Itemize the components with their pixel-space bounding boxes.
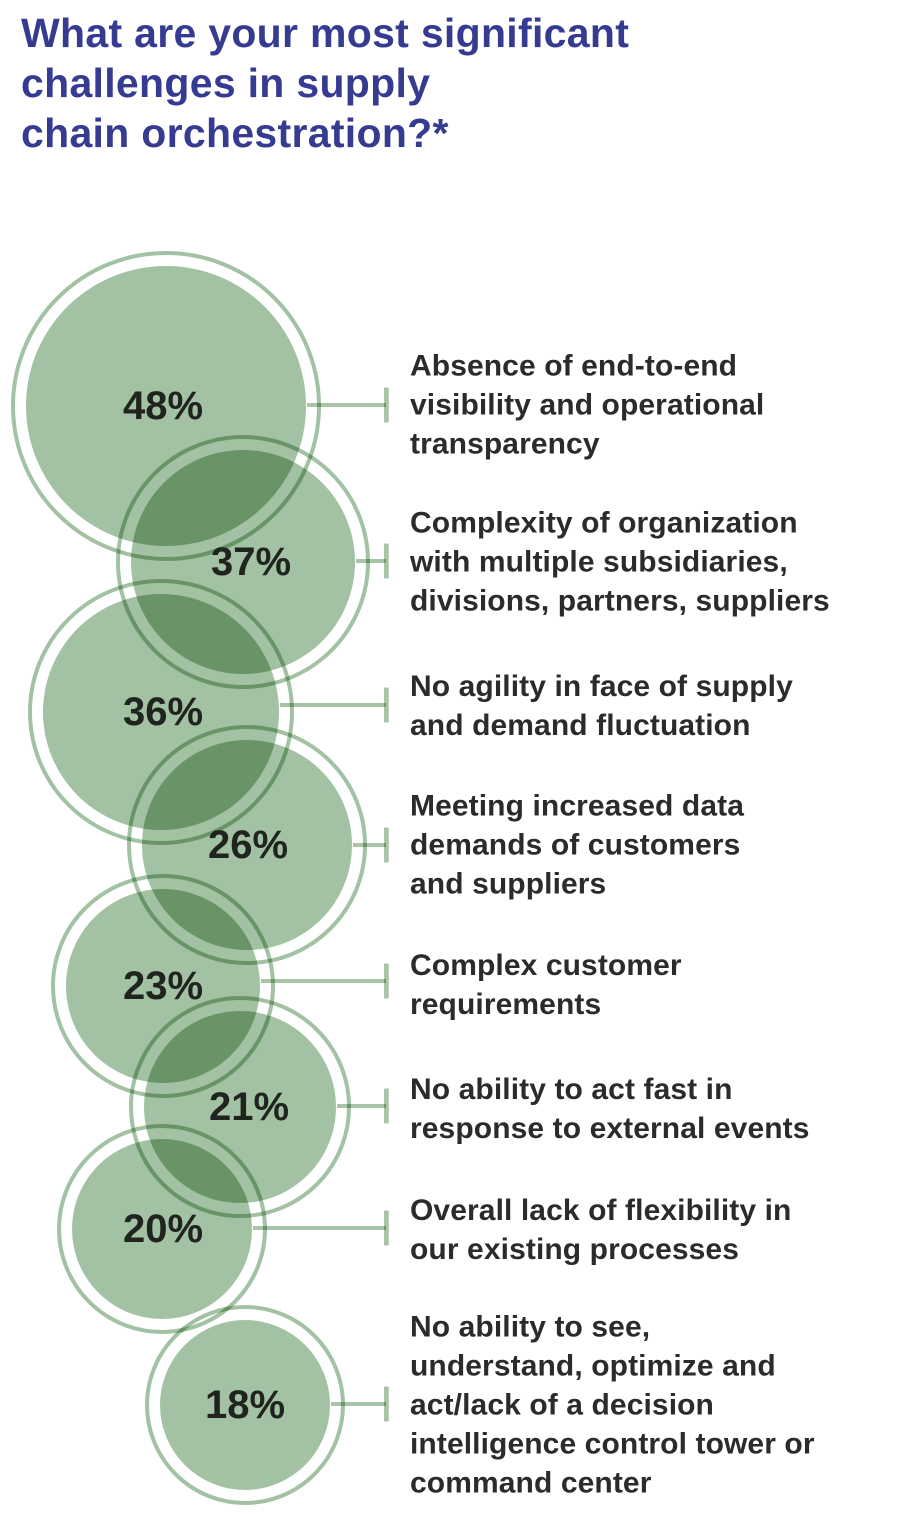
connector-endbar-37: [384, 543, 389, 579]
challenge-label-48: Absence of end-to-end visibility and ope…: [410, 349, 765, 461]
connector-26: [353, 827, 389, 863]
challenge-label-20: Overall lack of flexibility in our exist…: [410, 1194, 792, 1266]
challenge-label-26: Meeting increased data demands of custom…: [410, 789, 744, 901]
connector-endbar-26: [384, 827, 389, 863]
connector-endbar-21: [384, 1088, 389, 1124]
bubble-18: [160, 1320, 330, 1490]
connector-20: [253, 1210, 389, 1246]
connector-endbar-23: [384, 963, 389, 999]
connector-endbar-18: [384, 1386, 389, 1422]
percent-label-18: 18%: [205, 1383, 285, 1427]
percent-label-36: 36%: [123, 690, 203, 734]
percent-label-20: 20%: [123, 1207, 203, 1251]
challenge-label-37: Complexity of organization with multiple…: [410, 506, 830, 618]
connector-48: [307, 387, 389, 423]
connector-18: [331, 1386, 389, 1422]
connector-37: [356, 543, 389, 579]
percent-label-23: 23%: [123, 964, 203, 1008]
connector-36: [280, 687, 389, 723]
challenge-label-36: No agility in face of supply and demand …: [410, 670, 793, 742]
challenge-label-23: Complex customer requirements: [410, 949, 682, 1021]
connector-endbar-48: [384, 387, 389, 423]
chart-title: What are your most significant challenge…: [21, 10, 630, 156]
percent-label-21: 21%: [209, 1085, 289, 1129]
connector-endbar-36: [384, 687, 389, 723]
challenge-label-21: No ability to act fast in response to ex…: [410, 1073, 810, 1145]
challenge-label-18: No ability to see, understand, optimize …: [410, 1310, 815, 1500]
connector-21: [337, 1088, 389, 1124]
percent-label-26: 26%: [208, 823, 288, 867]
connector-endbar-20: [384, 1210, 389, 1246]
percent-label-37: 37%: [211, 540, 291, 584]
bubble-20: [72, 1139, 252, 1319]
percent-label-48: 48%: [123, 384, 203, 428]
connector-23: [261, 963, 389, 999]
